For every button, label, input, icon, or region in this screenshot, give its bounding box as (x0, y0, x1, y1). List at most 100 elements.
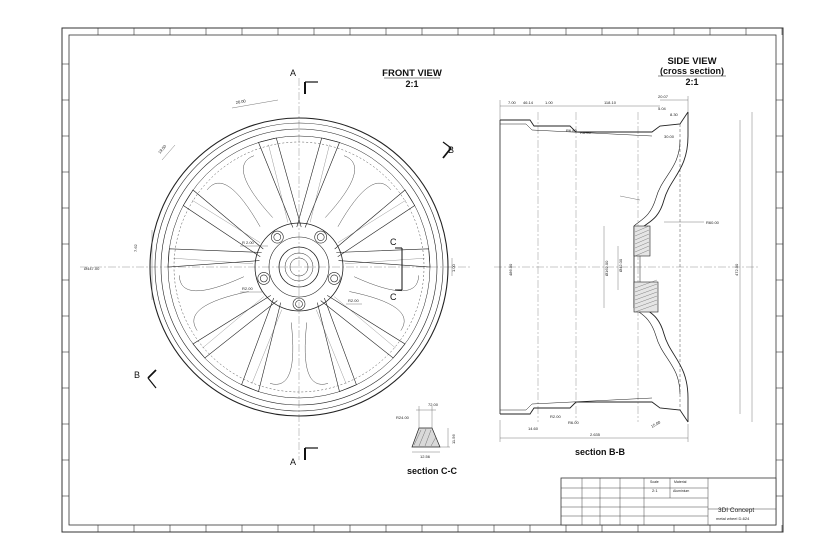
dim-side-radius-top-2: R6.00 (580, 130, 591, 135)
dim-side-barrel: 118.10 (604, 100, 617, 105)
side-hub-hatch (633, 225, 659, 313)
spoke-ridge (309, 144, 330, 223)
side-view-subtitle: (cross section) (660, 66, 724, 76)
dim-side-disc-radius: R60.00 (706, 220, 720, 225)
lug-hole (270, 230, 284, 244)
section-marker-b-bottom: B (134, 370, 140, 380)
lug-hole (314, 230, 328, 244)
section-marker-c-top: C (390, 237, 397, 247)
spoke-window-edge (179, 275, 249, 331)
dim-front-spoke-gap: 26.00 (235, 98, 246, 105)
wheel-hub (254, 222, 344, 312)
side-dimension-lines (499, 96, 753, 442)
dim-side-disc-offset: 30.00 (664, 134, 675, 139)
title-block-scale-value: 2:1 (652, 488, 658, 493)
spoke-arm (182, 189, 264, 258)
side-centerlines (494, 112, 760, 422)
title-block-material-label: Material (674, 480, 687, 484)
spoke-ridge (251, 309, 282, 384)
lug-hole (292, 297, 306, 311)
lug-hole (327, 272, 341, 285)
spoke-arm (334, 189, 416, 258)
section-marker-c-bottom: C (390, 292, 397, 302)
dim-side-outer-flange: 20.07 (658, 94, 669, 99)
spoke-arm (336, 248, 431, 268)
dim-side-hub-diameter: Ø162.00 (604, 260, 609, 276)
side-view-title: SIDE VIEW (667, 56, 716, 67)
front-view: A A B B C C Ø447.00 R 2.00 R2.00 R2.00 7… (80, 68, 470, 467)
spoke-ridge (192, 200, 261, 243)
dim-side-radius-bottom-2: R6.00 (568, 420, 579, 425)
lug-hole-inner (330, 274, 339, 283)
spoke-ridge (334, 296, 396, 349)
spoke-window-edge (325, 155, 392, 227)
title-block-part: metal wheel D-624 (716, 516, 750, 521)
section-cc-hatch (413, 428, 437, 447)
dim-front-lug-radius-2: R2.00 (348, 298, 359, 303)
lug-hole-inner (259, 274, 268, 283)
dim-side-bottom-flange: 14.60 (528, 426, 539, 431)
dim-front-spoke-width: 19.50 (157, 143, 168, 154)
section-cc: R24.00 72.00 11.56 12.56 section C-C (396, 402, 457, 476)
lug-hole-inner (295, 300, 303, 308)
title-block: Scale 2:1 Material Aluminium 3DI Concept… (560, 477, 777, 526)
dim-side-lip-height: 8.30 (670, 112, 679, 117)
section-bb-title: section B-B (575, 447, 626, 457)
dim-front-hub-radius: R 2.00 (242, 240, 255, 245)
spoke-arm (241, 297, 281, 393)
sheet-frame (61, 27, 784, 533)
dim-side-lip: 5.04 (658, 106, 667, 111)
dim-side-outer-diameter: 486.00 (508, 263, 513, 276)
section-lines (147, 81, 452, 460)
dim-side-bead-step: 1.00 (545, 100, 554, 105)
front-view-scale: 2:1 (405, 79, 418, 89)
spoke-arm (320, 295, 406, 359)
dim-cc-angle: 72.00 (428, 402, 439, 407)
dim-cc-width: 12.56 (420, 454, 431, 459)
title-block-company: 3DI Concept (718, 507, 754, 514)
side-view: SIDE VIEW (cross section) 2:1 (494, 56, 760, 457)
spoke-arm (167, 248, 262, 268)
dim-side-overall-width: 2.635 (590, 432, 601, 437)
side-outline (499, 111, 689, 423)
spoke-ridge (268, 144, 289, 223)
spoke-arm (296, 137, 340, 228)
side-view-scale: 2:1 (685, 77, 698, 87)
spoke-arm (192, 295, 278, 359)
spoke-ridge (344, 258, 425, 264)
wheel-spokes (167, 137, 431, 393)
lug-hole-inner (316, 233, 325, 241)
dim-side-inner-diameter: 472.00 (734, 263, 739, 276)
spoke-window-edge (206, 155, 273, 227)
front-view-title: FRONT VIEW (382, 68, 442, 79)
dim-front-flange: 1.00 (451, 263, 456, 272)
spoke-window-edge (349, 275, 419, 331)
front-centerlines (80, 78, 470, 460)
section-cc-title: section C-C (407, 466, 458, 476)
wheel-rim (149, 117, 449, 417)
dim-front-diameter: Ø447.00 (84, 266, 100, 271)
section-marker-a-bottom: A (290, 457, 296, 467)
lug-hole-inner (273, 233, 282, 241)
spoke-ridge (202, 296, 264, 349)
lug-hole (257, 272, 271, 285)
spoke-window-edge (269, 322, 329, 385)
dim-side-radius-bottom: R2.00 (550, 414, 561, 419)
dim-side-bottom-lip: 15.00 (650, 419, 662, 429)
title-block-material-value: Aluminium (673, 489, 689, 493)
title-block-scale-label: Scale (650, 480, 659, 484)
section-cc-dim-lines (412, 406, 450, 453)
spoke-ridge (337, 200, 406, 243)
spoke-arm (317, 297, 357, 393)
dim-side-flange-width: 7.00 (508, 100, 517, 105)
dim-cc-radius: R24.00 (396, 415, 410, 420)
spoke-ridge (173, 258, 254, 264)
front-dimension-lines (151, 99, 453, 305)
dim-side-bore: Ø42.00 (618, 258, 623, 272)
lug-holes (257, 230, 341, 311)
dim-side-bead-seat: 46.14 (523, 100, 534, 105)
section-marker-a-top: A (290, 68, 296, 78)
dim-front-lug-radius-1: R2.00 (242, 286, 253, 291)
